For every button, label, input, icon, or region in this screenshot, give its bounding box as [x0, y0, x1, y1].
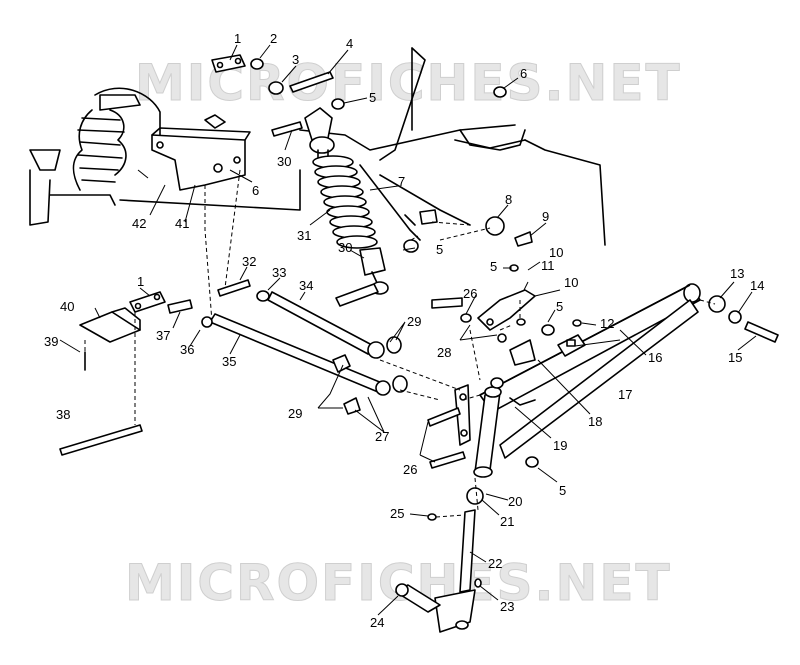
front-shock — [304, 107, 389, 295]
label-part-24: 24 — [370, 615, 384, 630]
label-part-37: 37 — [156, 328, 170, 343]
label-part-12: 12 — [600, 316, 614, 331]
label-part-27: 27 — [375, 429, 389, 444]
watermark-bottom: MICROFICHES.NET — [125, 554, 672, 612]
link-plate-parts — [79, 54, 246, 343]
label-part-1: 1 — [137, 274, 144, 289]
label-part-26: 26 — [463, 286, 477, 301]
label-part-30: 30 — [338, 240, 352, 255]
label-part-35: 35 — [222, 354, 236, 369]
label-part-4: 4 — [346, 36, 353, 51]
shock-bracket — [151, 114, 251, 191]
label-part-36: 36 — [180, 342, 194, 357]
label-part-1: 1 — [234, 31, 241, 46]
hardware — [59, 58, 779, 588]
label-part-17: 17 — [618, 387, 632, 402]
label-part-32: 32 — [242, 254, 256, 269]
label-part-16: 16 — [648, 350, 662, 365]
label-part-30: 30 — [277, 154, 291, 169]
label-part-18: 18 — [588, 414, 602, 429]
label-part-33: 33 — [272, 265, 286, 280]
label-part-34: 34 — [299, 278, 313, 293]
callout-labels: 1 2 3 4 5 6 6 30 7 8 9 31 30 5 5 10 11 1… — [44, 31, 764, 630]
label-part-38: 38 — [56, 407, 70, 422]
leader-lines — [59, 44, 757, 616]
label-part-6: 6 — [252, 183, 259, 198]
label-part-9: 9 — [542, 209, 549, 224]
label-part-6: 6 — [520, 66, 527, 81]
label-part-39: 39 — [44, 334, 58, 349]
label-part-10: 10 — [564, 275, 578, 290]
label-part-2: 2 — [270, 31, 277, 46]
label-part-8: 8 — [505, 192, 512, 207]
label-part-10: 10 — [549, 245, 563, 260]
label-part-5: 5 — [436, 242, 443, 257]
label-part-20: 20 — [508, 494, 522, 509]
spindle-assembly — [395, 377, 504, 633]
label-part-23: 23 — [500, 599, 514, 614]
label-part-41: 41 — [175, 216, 189, 231]
label-part-22: 22 — [488, 556, 502, 571]
label-part-21: 21 — [500, 514, 514, 529]
frame-outline — [94, 47, 606, 246]
label-part-14: 14 — [750, 278, 764, 293]
label-part-31: 31 — [297, 228, 311, 243]
label-part-19: 19 — [553, 438, 567, 453]
label-part-29: 29 — [407, 314, 421, 329]
label-part-40: 40 — [60, 299, 74, 314]
a-arm-tube — [479, 283, 701, 459]
label-part-25: 25 — [390, 506, 404, 521]
bracket-tierod — [477, 289, 586, 366]
label-part-5: 5 — [559, 483, 566, 498]
label-part-5: 5 — [490, 259, 497, 274]
label-part-26: 26 — [403, 462, 417, 477]
label-part-29: 29 — [288, 406, 302, 421]
rear-shock-left — [29, 94, 141, 226]
label-part-28: 28 — [437, 345, 451, 360]
label-part-7: 7 — [398, 174, 405, 189]
control-arm-rods — [209, 291, 408, 415]
label-part-11: 11 — [541, 258, 555, 273]
label-part-5: 5 — [556, 299, 563, 314]
label-part-42: 42 — [132, 216, 146, 231]
label-part-13: 13 — [730, 266, 744, 281]
label-part-5: 5 — [369, 90, 376, 105]
label-part-15: 15 — [728, 350, 742, 365]
shock-spring — [312, 155, 378, 249]
label-part-3: 3 — [292, 52, 299, 67]
